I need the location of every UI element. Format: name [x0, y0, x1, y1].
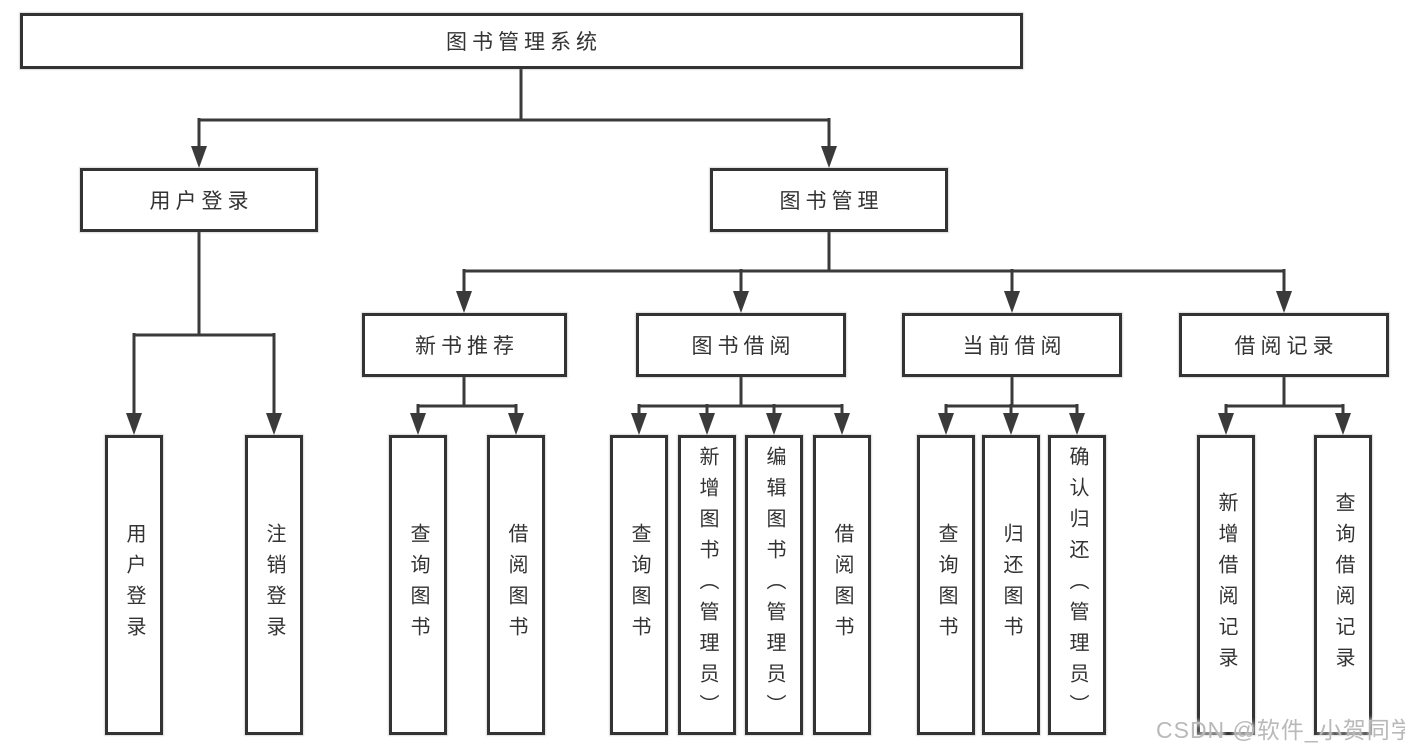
leaf-add-book-admin-label: 新增图书（管理员） — [696, 445, 718, 725]
leaf-borrow-book-label: 借阅图书 — [831, 523, 853, 647]
leaf-query-book-recommend-label: 查询图书 — [407, 523, 429, 647]
node-book-borrowing: 图书借阅 — [636, 313, 846, 377]
node-current-borrowing: 当前借阅 — [902, 313, 1122, 377]
leaf-logout-label: 注销登录 — [263, 523, 285, 647]
node-book-management: 图书管理 — [710, 168, 948, 232]
leaf-query-book-current: 查询图书 — [917, 435, 975, 735]
leaf-edit-book-admin: 编辑图书（管理员） — [745, 435, 803, 735]
leaf-logout: 注销登录 — [245, 435, 303, 735]
leaf-edit-book-admin-label: 编辑图书（管理员） — [763, 445, 785, 725]
leaf-borrow-book-recommend-label: 借阅图书 — [505, 523, 527, 647]
leaf-query-book-current-label: 查询图书 — [935, 523, 957, 647]
node-user-login: 用户登录 — [80, 168, 318, 232]
leaf-return-book: 归还图书 — [982, 435, 1040, 735]
leaf-borrow-book-recommend: 借阅图书 — [487, 435, 545, 735]
leaf-add-book-admin: 新增图书（管理员） — [678, 435, 736, 735]
csdn-watermark: CSDN @软件_小贺同学 — [1156, 717, 1405, 743]
leaf-user-login: 用户登录 — [105, 435, 163, 735]
leaf-return-book-label: 归还图书 — [1000, 523, 1022, 647]
leaf-query-book-recommend: 查询图书 — [389, 435, 447, 735]
leaf-query-book-borrowing-label: 查询图书 — [628, 523, 650, 647]
leaf-confirm-return-admin: 确认归还（管理员） — [1048, 435, 1106, 735]
leaf-query-borrow-record: 查询借阅记录 — [1314, 435, 1372, 735]
leaf-borrow-book: 借阅图书 — [813, 435, 871, 735]
leaf-query-borrow-record-label: 查询借阅记录 — [1332, 492, 1354, 678]
node-new-book-recommend: 新书推荐 — [362, 313, 567, 377]
leaf-user-login-label: 用户登录 — [123, 523, 145, 647]
leaf-add-borrow-record: 新增借阅记录 — [1197, 435, 1255, 735]
node-borrowing-records: 借阅记录 — [1179, 313, 1389, 377]
leaf-confirm-return-admin-label: 确认归还（管理员） — [1066, 445, 1088, 725]
leaf-query-book-borrowing: 查询图书 — [610, 435, 668, 735]
leaf-add-borrow-record-label: 新增借阅记录 — [1215, 492, 1237, 678]
node-root-system: 图书管理系统 — [20, 13, 1023, 69]
